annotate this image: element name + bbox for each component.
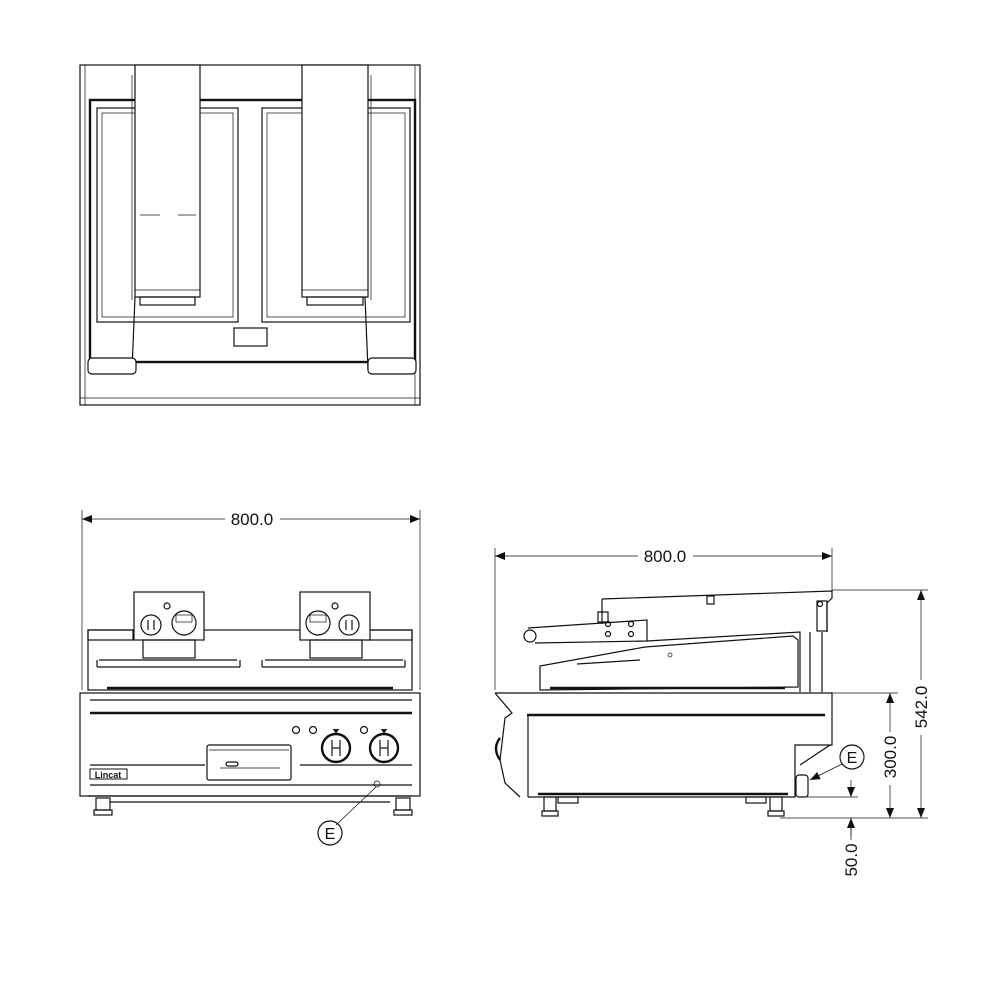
right-control-box bbox=[299, 591, 371, 659]
brand-logo: Lincat bbox=[89, 768, 128, 780]
body-height-dimension: 300.0 bbox=[881, 736, 900, 779]
connection-e-callout-front bbox=[317, 820, 343, 846]
left-control-box bbox=[133, 591, 205, 659]
top-view bbox=[79, 64, 421, 406]
connection-e-fitting bbox=[795, 774, 809, 798]
front-view: 800.0 bbox=[79, 510, 421, 846]
svg-text:Lincat: Lincat bbox=[95, 770, 122, 780]
right-control-knob[interactable] bbox=[368, 729, 400, 764]
connection-e-label-front: E bbox=[325, 826, 336, 843]
right-timer-display bbox=[305, 610, 331, 636]
connection-height-dimension: 50.0 bbox=[842, 843, 861, 876]
left-platen-lid bbox=[134, 64, 201, 298]
side-depth-dimension: 800.0 bbox=[644, 547, 687, 566]
connection-e-label-side: E bbox=[847, 750, 858, 767]
left-control-knob[interactable] bbox=[320, 729, 352, 764]
overall-height-dimension: 542.0 bbox=[912, 686, 931, 729]
drip-drawer bbox=[206, 744, 292, 781]
front-width-dimension: 800.0 bbox=[231, 510, 274, 529]
connection-e-callout-side bbox=[839, 744, 865, 770]
right-platen-lid bbox=[301, 64, 369, 298]
side-view: 800.0 bbox=[494, 547, 931, 877]
left-timer-display bbox=[171, 610, 197, 636]
